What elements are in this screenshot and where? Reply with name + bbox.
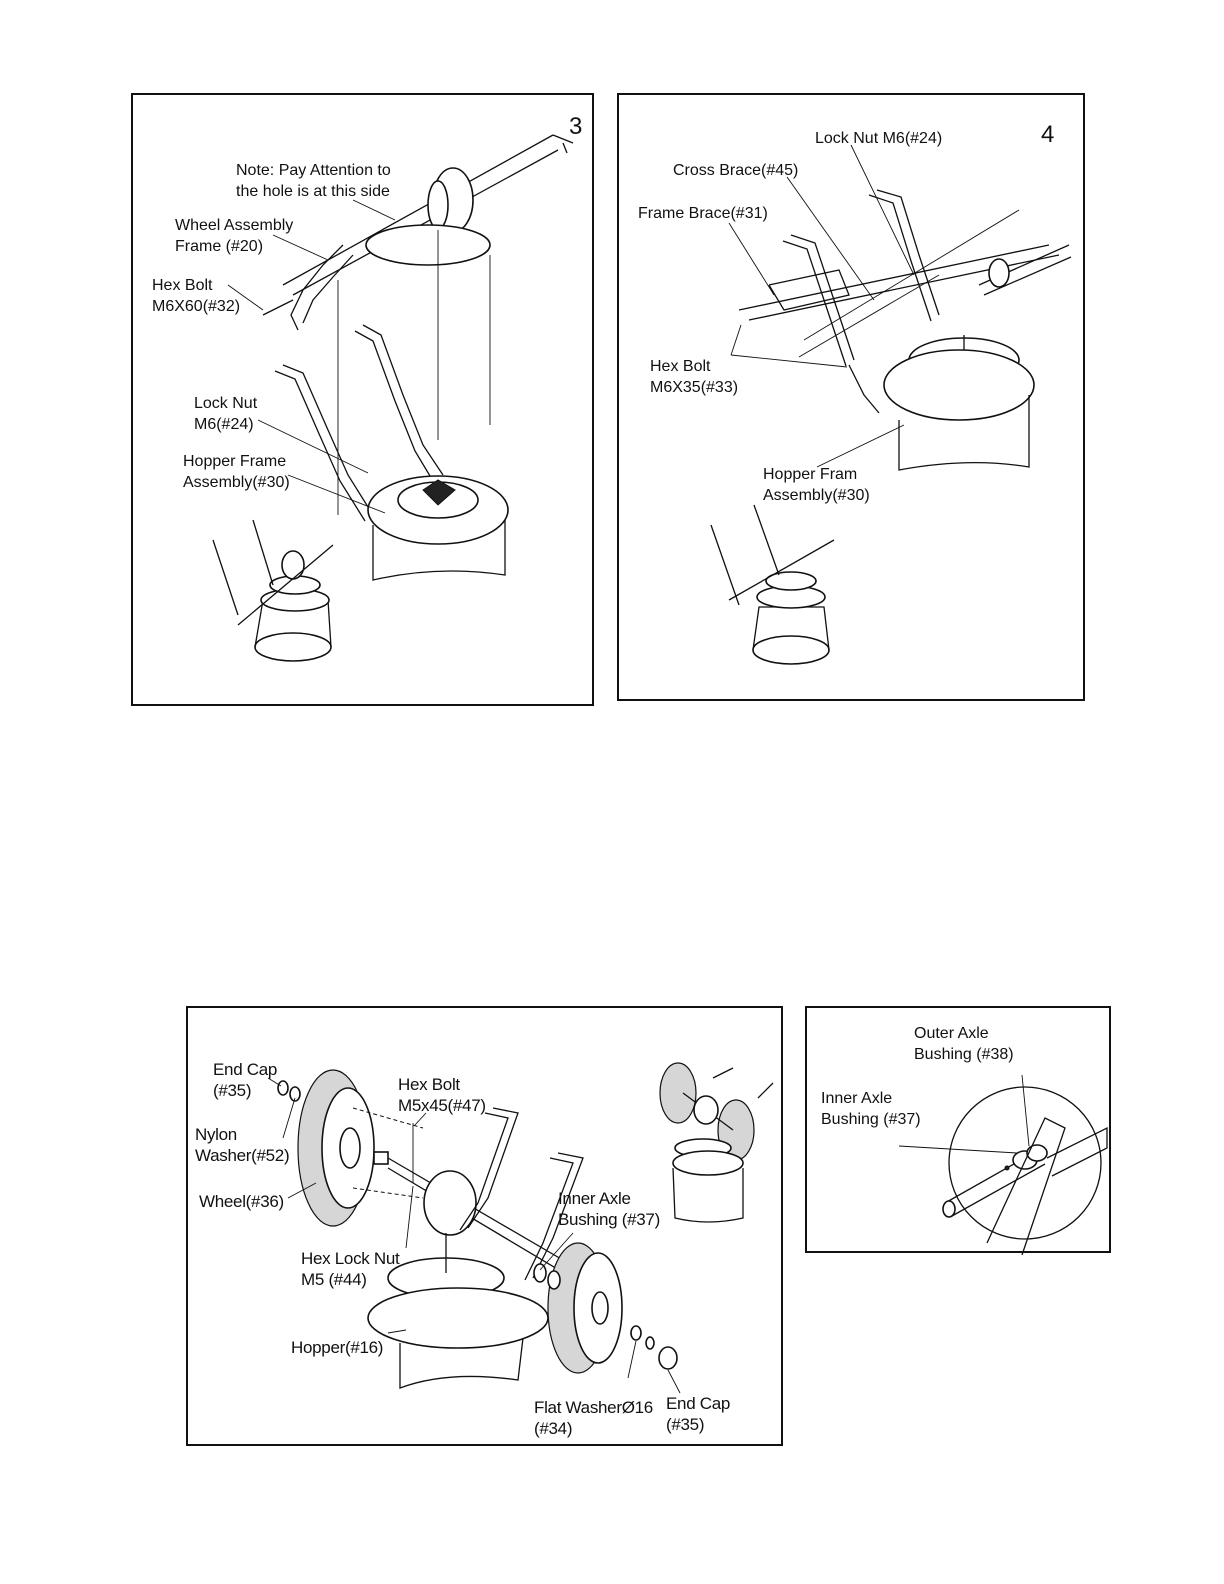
handle-a bbox=[876, 189, 940, 316]
hopper-label: Hopper(#16) bbox=[291, 1338, 384, 1357]
hopper-frame-handle-b bbox=[282, 364, 374, 516]
step-number: 4 bbox=[1041, 121, 1055, 148]
handle-b bbox=[532, 1152, 584, 1279]
end-cap-right-label: End Cap (#35) bbox=[666, 1394, 731, 1434]
outer-axle-bushing-label: Outer Axle Bushing (#38) bbox=[914, 1025, 1014, 1063]
lock-nut-label: Lock Nut M6(#24) bbox=[815, 130, 943, 147]
right-end-cap bbox=[658, 1346, 678, 1370]
overview-hopper bbox=[752, 635, 830, 665]
handle-a bbox=[467, 1107, 519, 1229]
spinner-wheel bbox=[423, 1170, 477, 1236]
hex-bolt-label: Hex Bolt M6X60(#32) bbox=[152, 277, 241, 315]
left-nylon-washer bbox=[289, 1086, 301, 1102]
end-cap-left-label: End Cap (#35) bbox=[213, 1060, 278, 1100]
spreader-plate bbox=[365, 224, 491, 266]
hopper-rim bbox=[883, 349, 1035, 421]
flat-washer-label: Flat WasherØ16 (#34) bbox=[534, 1398, 653, 1438]
hopper-frame-label: Hopper Frame Assembly(#30) bbox=[183, 453, 290, 491]
bushing-detail-diagram bbox=[898, 1074, 1108, 1255]
inner-axle-bushing-label: Inner Axle Bushing (#37) bbox=[558, 1189, 660, 1229]
step-3-panel: 3 Note: Pay Attention to the hole is at … bbox=[131, 93, 594, 706]
step-4-panel: 4 Lock Nut M6(#24) Cross Brace(#45) Fram… bbox=[617, 93, 1085, 701]
step-4-diagram bbox=[710, 144, 1072, 665]
wheel-frame-arm bbox=[290, 244, 344, 331]
cross-brace-label: Cross Brace(#45) bbox=[673, 162, 799, 179]
step-number: 3 bbox=[569, 113, 583, 140]
bushing-detail-panel: Outer Axle Bushing (#38) Inner Axle Bush… bbox=[805, 1006, 1111, 1255]
hex-lock-nut-label: Hex Lock Nut M5 (#44) bbox=[301, 1249, 400, 1289]
wheel-assembly-panel: End Cap (#35) Nylon Washer(#52) Wheel(#3… bbox=[186, 1006, 783, 1446]
inner-axle-bushing-label: Inner Axle Bushing (#37) bbox=[821, 1090, 921, 1128]
wheel-assembly-frame-label: Wheel Assembly Frame (#20) bbox=[175, 217, 294, 255]
overview-hopper bbox=[254, 632, 332, 662]
note-label: Note: Pay Attention to the hole is at th… bbox=[236, 162, 391, 200]
detail-circle bbox=[948, 1086, 1102, 1240]
hopper-frame-handle-a bbox=[362, 324, 444, 476]
nylon-washer-label: Nylon Washer(#52) bbox=[195, 1125, 290, 1165]
handle-b bbox=[790, 234, 855, 361]
frame-brace-label: Frame Brace(#31) bbox=[638, 205, 768, 222]
left-end-cap bbox=[277, 1080, 289, 1096]
cross-brace bbox=[738, 244, 1050, 311]
hopper-rim bbox=[367, 1287, 549, 1349]
step-3-diagram bbox=[212, 134, 574, 662]
hex-bolt-label: Hex Bolt M6X35(#33) bbox=[650, 358, 739, 396]
overview-wheel-a bbox=[659, 1062, 697, 1124]
lock-nut-label: Lock Nut M6(#24) bbox=[194, 395, 258, 433]
hex-bolt-label: Hex Bolt M5x45(#47) bbox=[398, 1075, 486, 1115]
inner-axle-bushing-left bbox=[373, 1151, 389, 1165]
flat-washer bbox=[630, 1325, 642, 1341]
wheel-label: Wheel(#36) bbox=[199, 1192, 284, 1211]
wheel-assembly-diagram bbox=[267, 1062, 774, 1394]
axle bbox=[387, 1157, 569, 1264]
hopper-frame-label: Hopper Fram Assembly(#30) bbox=[763, 466, 870, 504]
